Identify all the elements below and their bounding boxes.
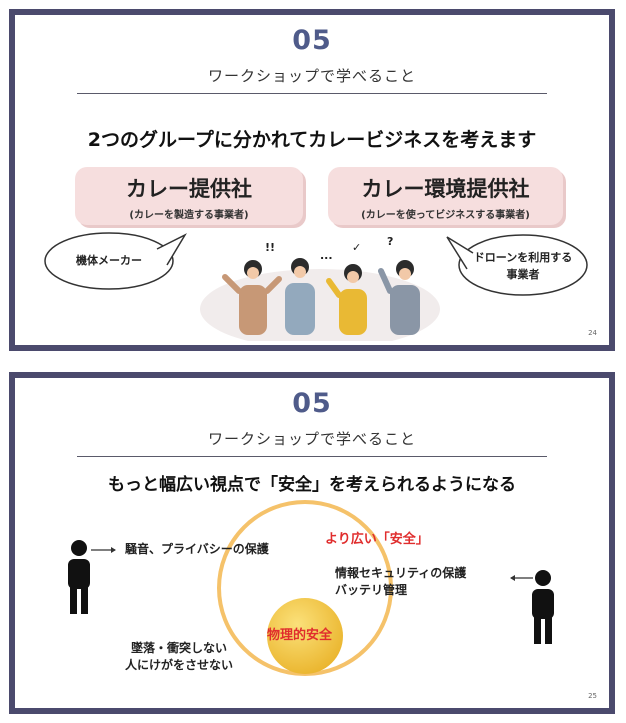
physical-safety-label: 物理的安全 — [267, 628, 333, 643]
page-number: 25 — [588, 692, 597, 700]
slide-24: 05 ワークショップで学べること 2つのグループに分かれてカレービジネスを考えま… — [9, 9, 615, 351]
section-number: 05 — [292, 25, 332, 56]
crash-injury-label: 墜落・衝突しない人にけがをさせない — [125, 641, 234, 672]
speech-bubble-left: 機体メーカー — [39, 227, 189, 295]
section-number: 05 — [292, 388, 332, 419]
group-card-curry-provider: カレー提供社 (カレーを製造する事業者) — [75, 167, 303, 225]
speech-bubble-shape — [44, 232, 187, 290]
person-3-icon — [326, 264, 367, 335]
slide-heading: もっと幅広い視点で「安全」を考えられるようになる — [108, 475, 516, 495]
group-title: カレー環境提供社 — [361, 177, 530, 201]
group-description: (カレーを製造する事業者) — [129, 210, 249, 221]
person-2-icon — [285, 258, 315, 335]
wide-safety-label: より広い「安全」 — [325, 532, 429, 547]
speech-bubble-shape — [446, 234, 588, 296]
people-illustration: !! ... ✓ ? — [200, 235, 440, 341]
safety-diagram — [68, 500, 554, 676]
person-right-icon — [510, 570, 554, 644]
noise-privacy-label: 騒音、プライバシーの保護 — [125, 542, 269, 556]
ellipsis-mark: ... — [320, 249, 333, 262]
group-title: カレー提供社 — [126, 177, 252, 201]
section-subtitle: ワークショップで学べること — [207, 430, 416, 448]
person-left-icon — [68, 540, 116, 614]
group-description: (カレーを使ってビジネスする事業者) — [361, 210, 530, 221]
slide-25: 05 ワークショップで学べること もっと幅広い視点で「安全」を考えられるようにな… — [9, 372, 615, 714]
question-mark: ? — [387, 235, 393, 248]
bubble-text: ドローンを利用する事業者 — [473, 251, 573, 281]
bubble-text: 機体メーカー — [76, 254, 142, 267]
page-number: 24 — [588, 329, 597, 337]
divider — [77, 93, 547, 94]
check-mark: ✓ — [352, 241, 361, 254]
person-1-icon — [222, 260, 282, 335]
speech-bubble-right: ドローンを利用する事業者 — [443, 227, 593, 301]
section-subtitle: ワークショップで学べること — [207, 67, 416, 85]
group-card-environment-provider: カレー環境提供社 (カレーを使ってビジネスする事業者) — [328, 167, 563, 225]
security-battery-label: 情報セキュリティの保護バッテリ管理 — [335, 566, 467, 597]
slide-heading: 2つのグループに分かれてカレービジネスを考えます — [87, 129, 537, 151]
person-4-icon — [378, 260, 420, 335]
divider — [77, 456, 547, 457]
exclamation-mark: !! — [265, 241, 275, 254]
physical-safety-ball — [267, 598, 343, 674]
